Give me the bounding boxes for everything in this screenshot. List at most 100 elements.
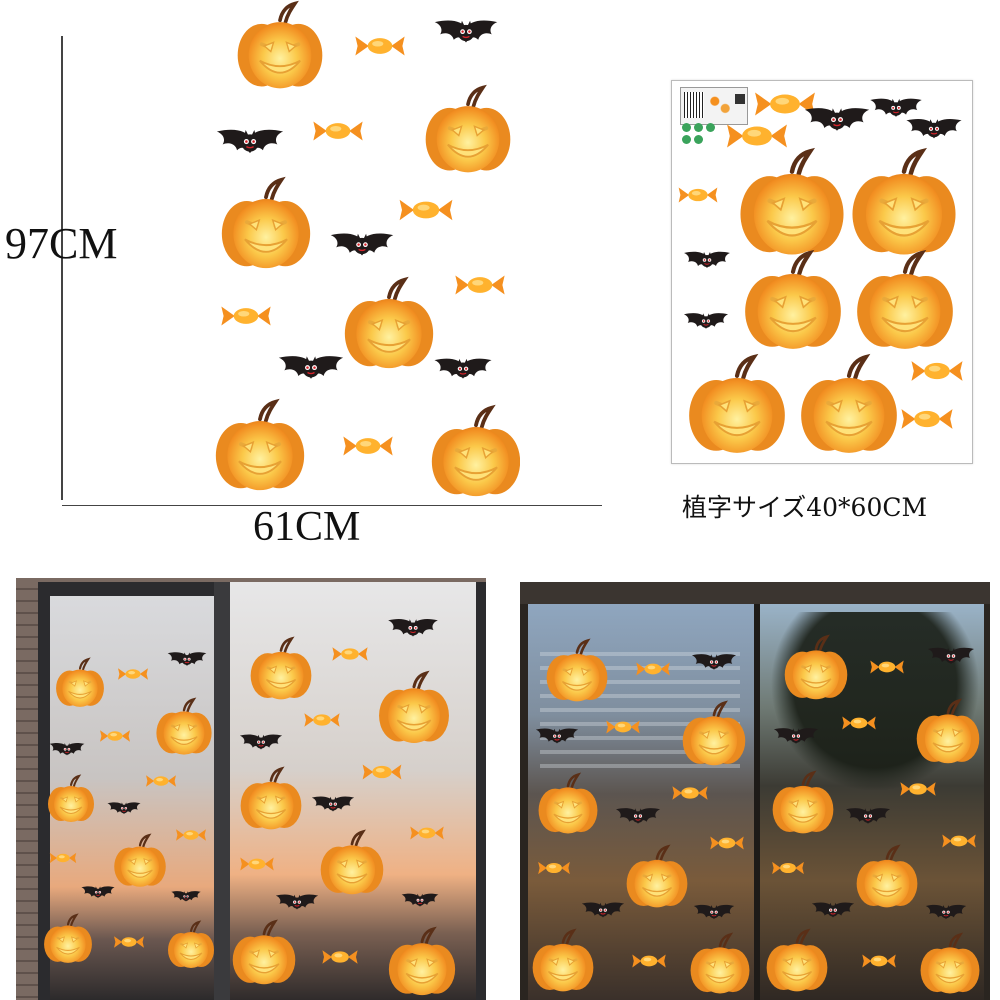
bat-icon [216,128,284,154]
bat-icon [311,796,355,812]
wrapped-candy-icon [632,954,666,968]
jack-o-lantern-icon [423,85,513,175]
wrapped-candy-icon [304,713,340,727]
jack-o-lantern-icon [545,639,609,703]
jack-o-lantern-icon [765,929,829,993]
jack-o-lantern-icon [387,927,457,997]
wrapped-candy-icon [399,199,453,221]
jack-o-lantern-icon [219,177,313,271]
jack-o-lantern-icon [239,767,303,831]
bat-icon [49,742,85,756]
wrapped-candy-icon [870,660,904,674]
bat-icon [81,885,115,899]
wrapped-candy-icon [118,668,148,680]
bat-icon [693,904,735,920]
bat-icon [535,728,579,744]
decal-layout [200,1,520,499]
bat-icon [845,807,891,825]
jack-o-lantern-icon [857,253,953,349]
jack-o-lantern-icon [249,637,313,701]
jack-o-lantern-icon [42,913,94,965]
bat-icon [239,734,283,750]
jack-o-lantern-icon [919,933,981,995]
green-badges [682,123,722,147]
jack-o-lantern-icon [745,253,841,349]
bat-icon [773,727,819,745]
jack-o-lantern-icon [342,277,436,371]
wrapped-candy-icon [343,436,393,456]
bat-icon [581,902,625,918]
width-line [62,505,602,506]
jack-o-lantern-icon [681,701,747,767]
jack-o-lantern-icon [689,357,785,453]
wrapped-candy-icon [900,782,936,796]
window-mullion [214,582,230,1000]
jack-o-lantern-icon [155,698,213,756]
jack-o-lantern-icon [915,699,981,765]
jack-o-lantern-icon [54,657,106,709]
window-decals-dusk [42,618,457,997]
wrapped-candy-icon [636,662,670,676]
qr-code-icon [735,94,745,104]
bat-icon [615,807,661,825]
bat-icon [691,653,737,671]
wrapped-candy-icon [538,861,570,875]
wrapped-candy-icon [322,950,358,964]
bat-icon [433,357,493,380]
wrapped-candy-icon [772,861,804,875]
bat-icon [275,894,319,910]
wrapped-candy-icon [362,764,402,780]
bat-icon [329,232,395,257]
sticker-sheet [671,80,973,464]
window-frame-top [520,582,990,604]
height-line [61,36,63,500]
bat-icon [905,118,963,140]
wrapped-candy-icon [100,730,130,742]
jack-o-lantern-icon [855,845,919,909]
candy-thumbnail-icon [707,94,733,118]
bat-icon [167,651,207,667]
wrapped-candy-icon [710,836,744,850]
bat-icon [869,97,923,118]
jack-o-lantern-icon [319,830,385,896]
bat-icon [107,801,141,815]
jack-o-lantern-icon [231,920,297,986]
bat-icon [925,904,967,920]
jack-o-lantern-icon [852,151,955,254]
sheet-size-label: 植字サイズ40*60CM [682,493,928,522]
jack-o-lantern-icon [783,635,849,701]
wrapped-candy-icon [410,826,444,840]
wrapped-candy-icon [313,121,363,141]
bat-icon [434,19,498,44]
bat-icon [927,647,975,665]
jack-o-lantern-icon [531,929,595,993]
bat-icon [387,618,439,638]
jack-o-lantern-icon [625,845,689,909]
jack-o-lantern-icon [46,774,96,824]
wrapped-candy-icon [911,361,963,381]
window-mullion [754,604,760,1000]
wrapped-candy-icon [606,720,640,734]
barcode-icon [684,92,704,118]
wrapped-candy-icon [901,409,953,429]
wrapped-candy-icon [842,716,876,730]
window-photo-storefront [520,582,990,1000]
jack-o-lantern-icon [771,771,835,835]
wrapped-candy-icon [755,92,815,116]
window-photo-dusk [16,578,486,1000]
jack-o-lantern-icon [689,933,751,995]
jack-o-lantern-icon [166,920,216,970]
jack-o-lantern-icon [429,405,520,499]
bat-icon [803,107,871,132]
jack-o-lantern-icon [235,1,325,91]
wrapped-candy-icon [221,306,271,326]
wrapped-candy-icon [455,275,505,295]
wrapped-candy-icon [942,834,976,848]
jack-o-lantern-icon [537,773,599,835]
jack-o-lantern-icon [216,402,304,490]
wrapped-candy-icon [332,647,368,661]
wrapped-candy-icon [672,786,708,800]
sheet-decals [678,92,963,463]
height-label: 97CM [5,219,118,268]
wrapped-candy-icon [146,775,176,787]
